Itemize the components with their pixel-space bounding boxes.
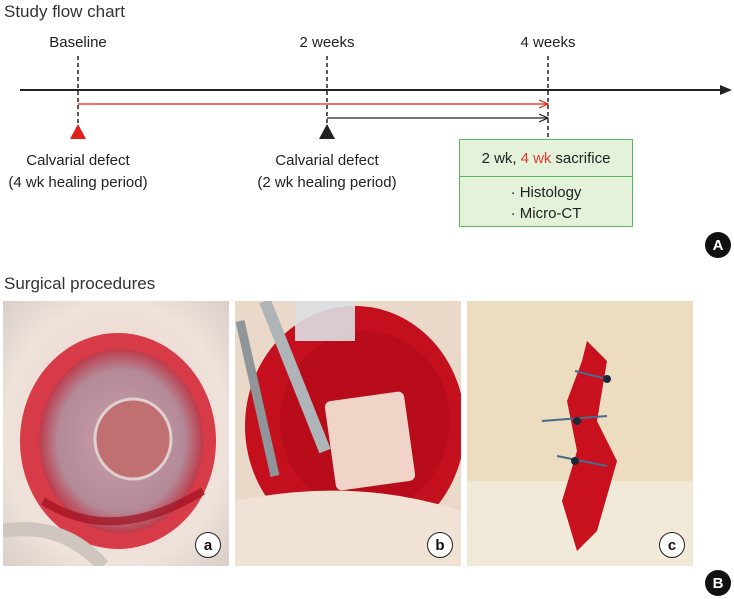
photo-c-sutured-wound: c xyxy=(467,301,693,566)
outcome-item-micro-ct: · Micro-CT xyxy=(510,205,582,222)
event-label-baseline: Calvarial defect (4 wk healing period) xyxy=(0,150,156,194)
timepoint-2-weeks: 2 weeks xyxy=(299,34,355,51)
photo-a-label: a xyxy=(195,532,221,558)
outcome-box: 2 wk, 4 wk sacrifice · Histology · Micro… xyxy=(459,139,633,227)
outcome-prefix: 2 wk, xyxy=(481,149,517,167)
flow-chart-title: Study flow chart xyxy=(4,2,125,21)
photo-c-label: c xyxy=(659,532,685,558)
black-triangle-icon xyxy=(319,124,335,139)
event-label-two-weeks: Calvarial defect (2 wk healing period) xyxy=(249,150,405,194)
surgical-procedures-title: Surgical procedures xyxy=(4,274,156,293)
outcome-items: · Histology · Micro-CT xyxy=(460,177,632,224)
photo-b-label: b xyxy=(427,532,453,558)
event-two-weeks-line2: (2 wk healing period) xyxy=(257,174,397,191)
red-triangle-icon xyxy=(70,124,86,139)
timeline-diagram xyxy=(20,56,732,139)
panel-b-badge: B xyxy=(705,570,731,596)
timepoint-4-weeks: 4 weeks xyxy=(520,34,576,51)
event-two-weeks-line1: Calvarial defect xyxy=(275,152,379,169)
event-baseline-line1: Calvarial defect xyxy=(26,152,130,169)
outcome-suffix: sacrifice xyxy=(555,149,611,167)
event-baseline-line2: (4 wk healing period) xyxy=(8,174,148,191)
panel-a-badge: A xyxy=(705,232,731,258)
outcome-header: 2 wk, 4 wk sacrifice xyxy=(460,140,632,177)
outcome-item-histology: · Histology xyxy=(510,184,582,201)
timepoint-baseline: Baseline xyxy=(49,34,107,51)
outcome-highlight: 4 wk xyxy=(520,149,552,167)
photo-a-calvarial-defect: a xyxy=(3,301,229,566)
photo-b-graft-placement: b xyxy=(235,301,461,566)
